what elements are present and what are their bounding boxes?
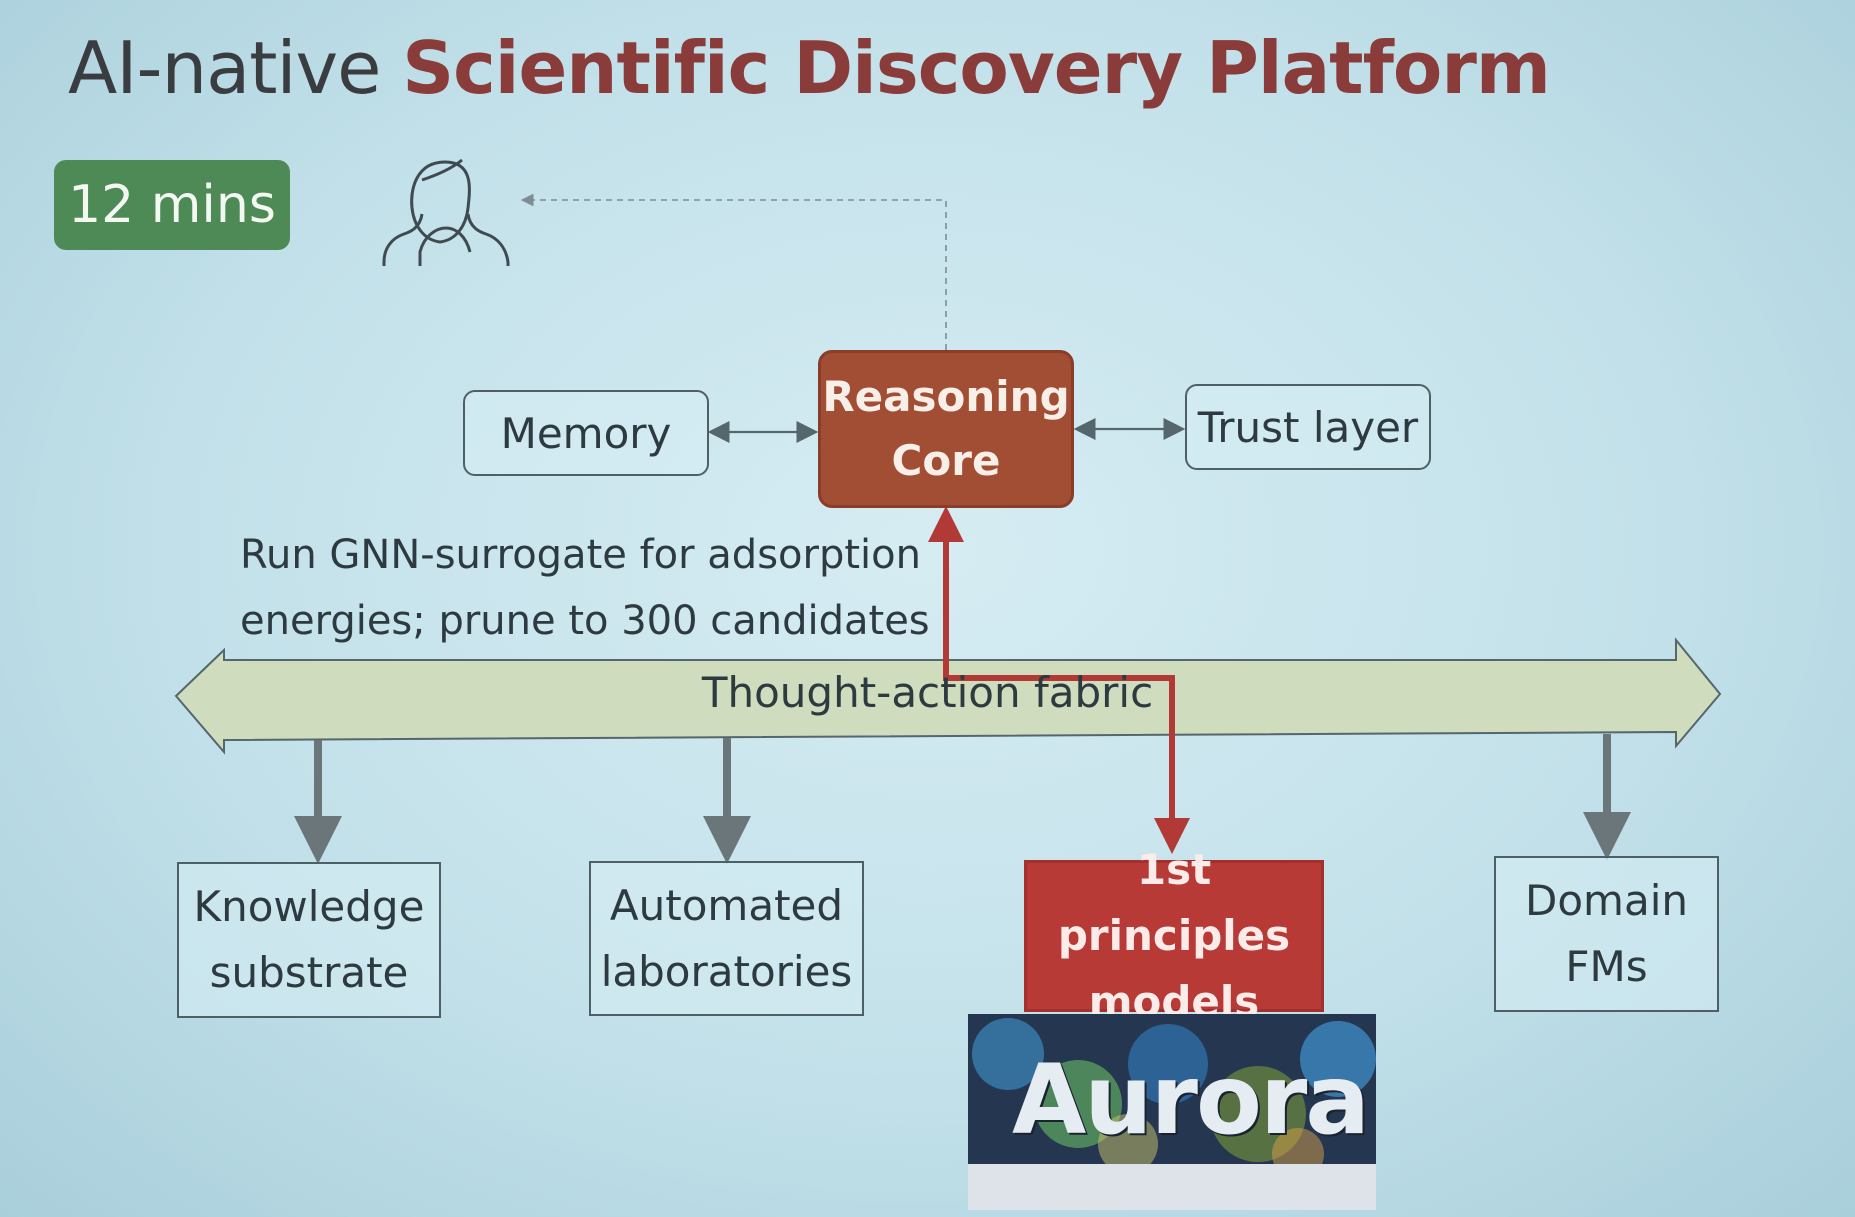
aurora-label: Aurora bbox=[1012, 1044, 1370, 1156]
domain-line2: FMs bbox=[1565, 942, 1648, 991]
aurora-supercomputer-image: Aurora bbox=[968, 1014, 1376, 1210]
fabric-label: Thought-action fabric bbox=[701, 668, 1154, 717]
title-accent: Scientific Discovery Platform bbox=[402, 26, 1551, 110]
page-title: AI-native Scientific Discovery Platform bbox=[68, 26, 1551, 110]
time-badge: 12 mins bbox=[54, 160, 290, 250]
core-principles-red-path bbox=[943, 532, 1190, 854]
principles-line1: 1st principles bbox=[1057, 845, 1291, 960]
knowledge-line1: Knowledge bbox=[193, 882, 425, 931]
action-note-line2: energies; prune to 300 candidates bbox=[240, 598, 930, 644]
memory-box: Memory bbox=[463, 390, 709, 476]
feedback-dashed-line bbox=[520, 193, 947, 350]
reasoning-core-line1: Reasoning bbox=[822, 372, 1070, 421]
user-icon bbox=[382, 158, 510, 266]
thought-action-fabric-arrow bbox=[174, 637, 1722, 755]
trust-layer-box: Trust layer bbox=[1185, 384, 1431, 470]
labs-line2: laboratories bbox=[600, 946, 853, 996]
knowledge-substrate-box: Knowledge substrate bbox=[177, 862, 441, 1018]
domain-line1: Domain bbox=[1525, 876, 1688, 925]
reasoning-core-line2: Core bbox=[891, 436, 1001, 485]
labs-line1: Automated bbox=[609, 880, 844, 930]
action-note: Run GNN-surrogate for adsorption energie… bbox=[240, 522, 930, 654]
action-note-line1: Run GNN-surrogate for adsorption bbox=[240, 532, 921, 578]
knowledge-line2: substrate bbox=[209, 948, 409, 997]
automated-laboratories-box: Automated laboratories bbox=[589, 861, 864, 1016]
aurora-mosaic bbox=[968, 1014, 1376, 1210]
